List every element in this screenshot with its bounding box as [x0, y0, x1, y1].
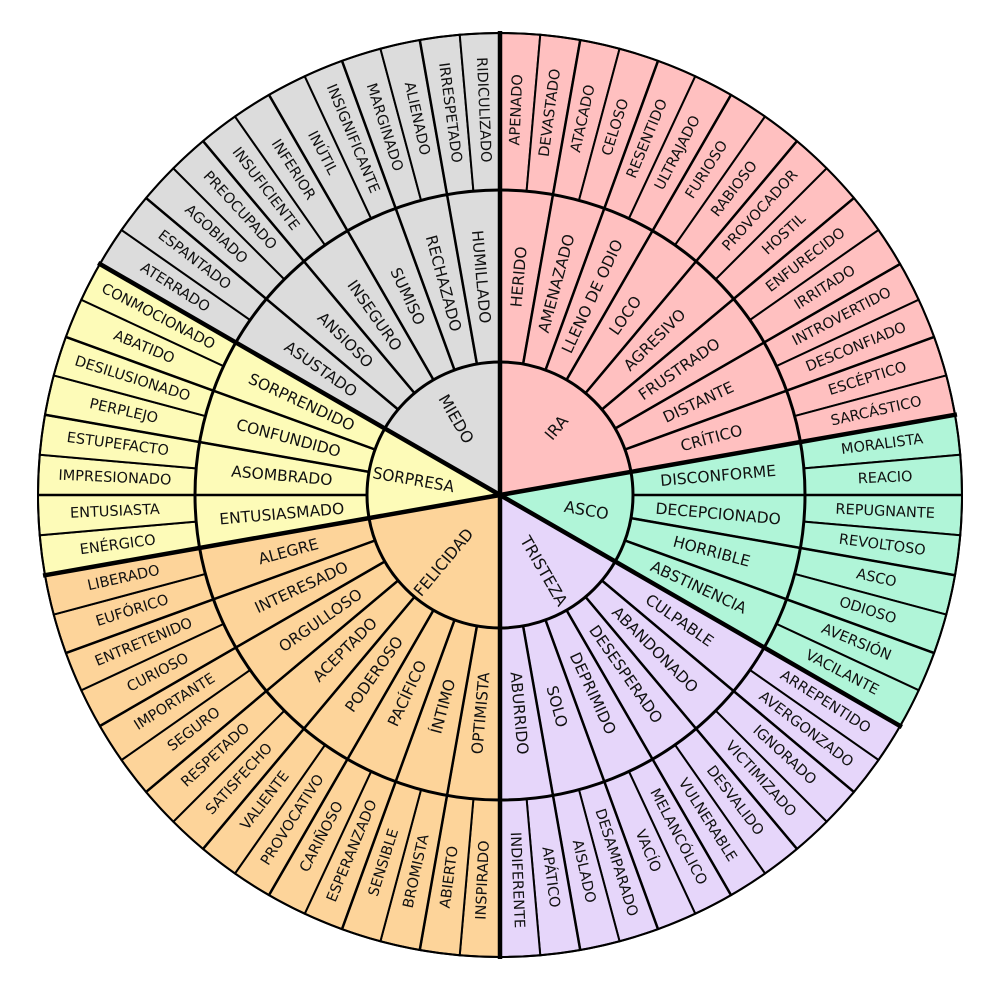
secondary-divider	[624, 539, 935, 655]
tertiary-divider	[803, 520, 961, 537]
tertiary-divider	[628, 75, 696, 219]
tertiary-divider	[628, 771, 696, 915]
tertiary-divider	[379, 789, 422, 942]
tertiary-divider	[172, 167, 285, 280]
secondary-divider	[44, 413, 370, 474]
secondary-divider	[601, 579, 855, 793]
secondary-divider	[521, 39, 582, 365]
secondary-divider	[565, 94, 733, 381]
secondary-divider	[267, 94, 435, 381]
tertiary-emotion-label: ENTUSIASTA	[70, 502, 160, 522]
tertiary-emotion-label: INSPIRADO	[473, 840, 492, 920]
tertiary-divider	[794, 374, 947, 417]
tertiary-divider	[578, 789, 621, 942]
tertiary-emotion-label: IMPRESIONADO	[58, 468, 172, 489]
secondary-divider	[418, 625, 479, 951]
tertiary-divider	[53, 374, 206, 417]
secondary-divider	[614, 262, 901, 430]
tertiary-divider	[674, 744, 766, 874]
tertiary-divider	[379, 48, 422, 201]
tertiary-divider	[234, 744, 326, 874]
tertiary-emotion-label: RIDICULIZADO	[473, 57, 494, 163]
tertiary-divider	[39, 520, 197, 537]
tertiary-divider	[525, 34, 542, 192]
secondary-divider	[145, 197, 399, 411]
secondary-divider	[340, 60, 456, 371]
secondary-divider	[624, 335, 935, 451]
secondary-divider	[544, 619, 660, 930]
secondary-emotion-label: HERIDO	[507, 246, 530, 308]
secondary-divider	[202, 596, 416, 850]
secondary-divider	[584, 596, 798, 850]
ring-outline	[365, 360, 635, 630]
secondary-divider	[601, 197, 855, 411]
tertiary-divider	[121, 229, 251, 321]
tertiary-divider	[304, 771, 372, 915]
tertiary-divider	[715, 710, 828, 823]
tertiary-divider	[794, 573, 947, 616]
tertiary-divider	[234, 116, 326, 246]
tertiary-divider	[458, 34, 475, 192]
secondary-divider	[65, 539, 376, 655]
core-divider	[42, 492, 501, 578]
secondary-divider	[584, 140, 798, 394]
secondary-divider	[202, 140, 416, 394]
secondary-divider	[267, 609, 435, 896]
tertiary-divider	[80, 299, 224, 367]
secondary-divider	[630, 516, 956, 577]
tertiary-divider	[749, 669, 879, 761]
tertiary-divider	[715, 167, 828, 280]
core-divider	[498, 493, 903, 729]
secondary-divider	[521, 625, 582, 951]
tertiary-divider	[304, 75, 372, 219]
secondary-divider	[145, 579, 399, 793]
tertiary-divider	[172, 710, 285, 823]
tertiary-divider	[674, 116, 766, 246]
wheel-separators	[37, 31, 963, 959]
tertiary-emotion-label: APENADO	[507, 74, 526, 146]
tertiary-divider	[525, 798, 542, 956]
secondary-divider	[99, 560, 386, 728]
outer-ring-outline	[37, 32, 963, 958]
tertiary-divider	[578, 48, 621, 201]
secondary-divider	[565, 609, 733, 896]
tertiary-divider	[776, 299, 920, 367]
core-divider	[97, 261, 502, 497]
tertiary-divider	[749, 229, 879, 321]
tertiary-emotion-label: INDIFERENTE	[507, 832, 527, 929]
tertiary-divider	[53, 573, 206, 616]
secondary-divider	[340, 619, 456, 930]
secondary-divider	[544, 60, 660, 371]
tertiary-divider	[803, 453, 961, 470]
secondary-divider	[418, 39, 479, 365]
tertiary-divider	[39, 453, 197, 470]
ring-outline	[193, 188, 807, 802]
tertiary-divider	[121, 669, 251, 761]
tertiary-emotion-label: REACIO	[857, 469, 912, 487]
tertiary-divider	[776, 623, 920, 691]
tertiary-emotion-label: REPUGNANTE	[835, 502, 935, 522]
tertiary-divider	[458, 798, 475, 956]
core-divider	[499, 412, 958, 498]
secondary-divider	[65, 335, 376, 451]
tertiary-divider	[80, 623, 224, 691]
